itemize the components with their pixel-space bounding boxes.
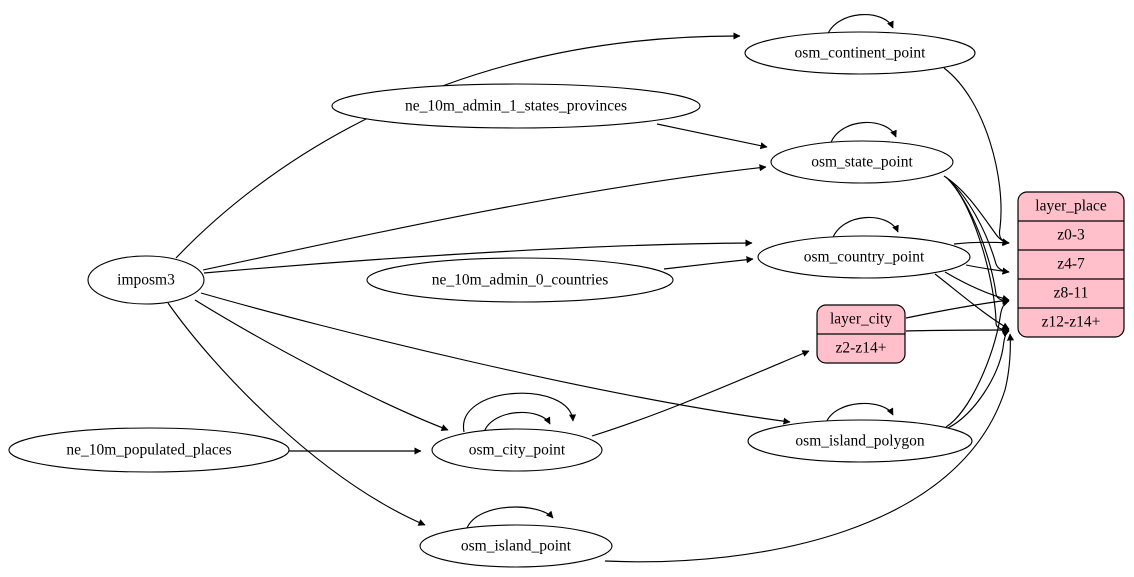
edge-osm_state_point-self-loop [829,121,897,146]
node-osm_state_point-label: osm_state_point [811,154,913,171]
node-layer_place-shape[interactable] [1017,191,1125,338]
layer_place-row-z12-z14-label: z12-z14+ [1042,314,1101,331]
node-osm_city_point-label: osm_city_point [469,442,566,459]
node-ne_10m_populated_places-shape[interactable] [8,427,290,473]
layer_place-row-z4-7-label: z4-7 [1057,256,1085,273]
layer_place-row-z0-3-label: z0-3 [1057,227,1085,244]
edge-osm_state_point-to-layer_place_z8_11 [946,177,1010,305]
node-osm_island_point-shape[interactable] [419,524,613,568]
node-osm_island_point-label: osm_island_point [461,538,572,555]
layer_city-row-z2-z14-label: z2-z14+ [836,340,887,357]
nodes-layer: imposm3 ne_10m_admin_1_states_provinces … [8,31,1125,568]
edge-imposm3-to-osm_island_polygon [200,292,791,425]
edge-layer_city-to-layer_place_z12 [905,326,1010,334]
node-osm_country_point[interactable]: osm_country_point [757,235,971,279]
node-layer_city[interactable]: layer_city z2-z14+ [816,304,906,364]
node-osm_island_point[interactable]: osm_island_point [419,524,613,568]
layer_place-title-label: layer_place [1035,198,1107,215]
node-osm_state_point[interactable]: osm_state_point [770,140,954,184]
edge-ne_10m_admin_1_states_provinces-to-osm_state_point [656,123,768,150]
node-ne_10m_admin_1_states_provinces[interactable]: ne_10m_admin_1_states_provinces [331,83,701,129]
node-osm_country_point-label: osm_country_point [804,249,925,266]
edge-osm_city_point-self-loop-inner [483,411,551,433]
edge-osm_city_point-self-loop-outer [463,392,577,433]
node-osm_island_polygon-label: osm_island_polygon [795,433,924,450]
layer_place-row-z8-11-label: z8-11 [1054,285,1089,302]
edge-osm_island_point-to-layer_place_z12 [604,333,1015,563]
edge-ne_10m_admin_0_countries-to-osm_country_point [663,256,754,270]
edge-osm_country_point-to-layer_place_z0_3 [953,239,1010,247]
edge-osm_country_point-self-loop [831,216,899,241]
layer_city-title-label: layer_city [830,311,892,328]
node-osm_island_polygon[interactable]: osm_island_polygon [747,419,973,463]
edge-osm_country_point-to-layer_place_z12 [934,273,1010,330]
node-ne_10m_admin_1_states_provinces-shape[interactable] [331,83,701,129]
node-osm_country_point-shape[interactable] [757,235,971,279]
node-osm_continent_point[interactable]: osm_continent_point [744,31,976,75]
edge-osm_city_point-to-layer_city_z2 [591,350,810,437]
node-osm_continent_point-label: osm_continent_point [795,45,927,62]
node-ne_10m_populated_places-label: ne_10m_populated_places [66,442,231,459]
node-osm_city_point-shape[interactable] [431,428,603,472]
edge-imposm3-to-osm_island_point [167,302,426,526]
edge-imposm3-to-osm_country_point [203,239,753,274]
edges-layer [167,14,1015,563]
node-ne_10m_admin_1_states_provinces-label: ne_10m_admin_1_states_provinces [405,98,627,115]
node-ne_10m_admin_0_countries[interactable]: ne_10m_admin_0_countries [366,257,674,303]
node-osm_state_point-shape[interactable] [770,140,954,184]
node-ne_10m_populated_places[interactable]: ne_10m_populated_places [8,427,290,473]
edge-imposm3-to-osm_continent_point [175,32,741,259]
edge-osm_country_point-to-layer_place_z8_11 [944,271,1010,302]
node-ne_10m_admin_0_countries-shape[interactable] [366,257,674,303]
node-osm_continent_point-shape[interactable] [744,31,976,75]
edge-osm_island_polygon-self-loop [825,402,894,424]
edge-osm_country_point-to-layer_place_z4_7 [965,264,1010,275]
edge-osm_island_polygon-to-layer_place_z8_11 [945,299,1010,428]
edge-osm_island_polygon-to-layer_place_z12 [947,330,1010,429]
edge-layer_city-to-layer_place_z8_11 [905,297,1010,319]
node-ne_10m_admin_0_countries-label: ne_10m_admin_0_countries [432,272,609,289]
node-osm_island_polygon-shape[interactable] [747,419,973,463]
node-imposm3-label: imposm3 [117,272,175,289]
node-osm_city_point[interactable]: osm_city_point [431,428,603,472]
node-layer_place[interactable]: layer_place z0-3 z4-7 z8-11 z12-z14+ [1017,191,1125,338]
node-imposm3[interactable]: imposm3 [87,255,205,305]
edge-imposm3-to-osm_state_point [202,164,767,271]
edge-osm_island_point-self-loop [466,506,554,529]
edge-osm_continent_point-self-loop [826,14,894,37]
node-imposm3-shape[interactable] [87,255,205,305]
edge-osm_state_point-to-layer_place_z12 [947,178,1010,334]
edge-imposm3-to-osm_city_point [194,299,449,431]
